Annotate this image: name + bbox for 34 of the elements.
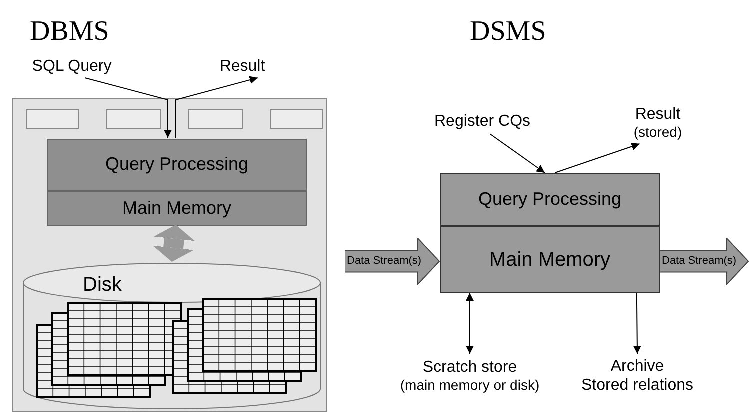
input-label: Register CQs: [420, 110, 545, 134]
empty-box: [188, 109, 243, 129]
process-box: [47, 191, 307, 226]
system-panel: [12, 98, 327, 412]
arrow: [176, 76, 258, 138]
node-note: (main memory or disk): [400, 377, 540, 394]
process-box: [440, 173, 660, 226]
disk-label: Disk: [83, 273, 122, 297]
node-label: Result: [635, 105, 681, 124]
stream-label: Data Stream(s): [347, 254, 422, 268]
empty-box: [270, 109, 323, 129]
node-note: Stored relations: [581, 376, 694, 396]
arrow: [633, 292, 642, 354]
node-label: Archive: [610, 356, 664, 376]
process-box: [47, 139, 307, 191]
arrow: [84, 78, 172, 138]
box-label: Main Memory: [122, 198, 232, 220]
box-label: Main Memory: [489, 248, 611, 272]
empty-box: [26, 109, 79, 129]
stream-label: Data Stream(s): [662, 254, 737, 268]
section-heading: DSMS: [470, 16, 546, 48]
box-label: Query Processing: [478, 188, 622, 210]
node-label: Scratch store: [422, 358, 518, 378]
section-heading: DBMS: [30, 16, 110, 48]
input-label: SQL Query: [22, 56, 122, 78]
output-label: Result: [215, 56, 270, 78]
process-box: [440, 226, 660, 293]
double-arrow: [152, 225, 196, 262]
arrow: [490, 134, 546, 174]
node-note: (stored): [634, 124, 682, 141]
arrow: [554, 142, 640, 174]
empty-box: [106, 109, 161, 129]
double-headed-arrow: [466, 292, 474, 354]
box-label: Query Processing: [105, 154, 249, 176]
